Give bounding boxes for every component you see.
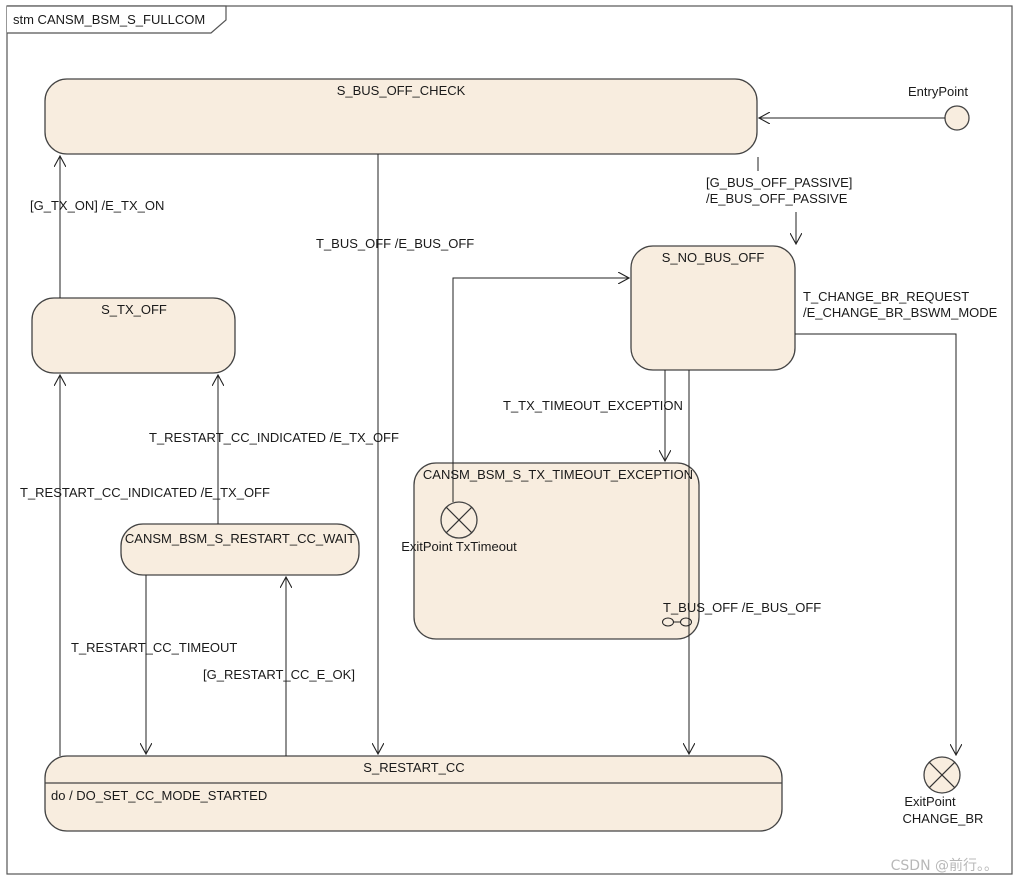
state-no-bus-off[interactable] — [630, 245, 796, 371]
state-tx-timeout-exception-label: CANSM_BSM_S_TX_TIMEOUT_EXCEPTION — [423, 467, 693, 482]
label-t-restart-cc-indicated-inner: T_RESTART_CC_INDICATED /E_TX_OFF — [149, 430, 399, 445]
exit-point-change-br-icon[interactable] — [923, 756, 961, 794]
diagram-frame — [6, 5, 1013, 875]
label-g-restart-cc-e-ok: [G_RESTART_CC_E_OK] — [203, 667, 355, 682]
entry-point[interactable] — [944, 105, 970, 131]
label-g-tx-on: [G_TX_ON] /E_TX_ON — [30, 198, 164, 213]
state-tx-off-label: S_TX_OFF — [101, 302, 167, 317]
label-e-bus-off-passive: /E_BUS_OFF_PASSIVE — [706, 191, 848, 206]
label-t-restart-cc-timeout: T_RESTART_CC_TIMEOUT — [71, 640, 237, 655]
frame-title: stm CANSM_BSM_S_FULLCOM — [13, 12, 205, 27]
label-e-change-br-bswm-mode: /E_CHANGE_BR_BSWM_MODE — [803, 305, 998, 320]
label-t-change-br-request: T_CHANGE_BR_REQUEST — [803, 289, 969, 304]
label-t-bus-off-submachine: T_BUS_OFF /E_BUS_OFF — [663, 600, 821, 615]
state-bus-off-check[interactable] — [44, 78, 758, 155]
state-no-bus-off-label: S_NO_BUS_OFF — [662, 250, 765, 265]
label-t-bus-off-main: T_BUS_OFF /E_BUS_OFF — [316, 236, 474, 251]
exit-point-tx-timeout-icon[interactable] — [440, 501, 478, 539]
exit-point-change-br-label-line2: CHANGE_BR — [903, 811, 984, 826]
label-g-bus-off-passive: [G_BUS_OFF_PASSIVE] — [706, 175, 852, 190]
submachine-icon — [662, 617, 692, 627]
transition-change-br — [795, 333, 956, 755]
label-t-restart-cc-indicated-outer: T_RESTART_CC_INDICATED /E_TX_OFF — [20, 485, 270, 500]
state-restart-cc-wait[interactable] — [120, 523, 360, 576]
state-restart-cc[interactable] — [44, 755, 783, 832]
state-restart-cc-activity: do / DO_SET_CC_MODE_STARTED — [51, 788, 267, 803]
frame-title-tab — [7, 5, 227, 34]
state-tx-timeout-exception[interactable] — [413, 462, 700, 640]
watermark: CSDN @前行。。 — [890, 858, 998, 874]
transition-tx-timeout-exit — [452, 278, 629, 502]
state-bus-off-check-label: S_BUS_OFF_CHECK — [337, 83, 466, 98]
state-restart-cc-label: S_RESTART_CC — [363, 760, 464, 775]
state-tx-off[interactable] — [31, 297, 236, 374]
exit-point-change-br-label-line1: ExitPoint — [904, 794, 956, 809]
label-t-tx-timeout-exception: T_TX_TIMEOUT_EXCEPTION — [503, 398, 683, 413]
entry-point-label: EntryPoint — [908, 84, 968, 99]
exit-point-tx-timeout-label: ExitPoint TxTimeout — [401, 539, 517, 554]
state-restart-cc-wait-label: CANSM_BSM_S_RESTART_CC_WAIT — [125, 531, 355, 546]
